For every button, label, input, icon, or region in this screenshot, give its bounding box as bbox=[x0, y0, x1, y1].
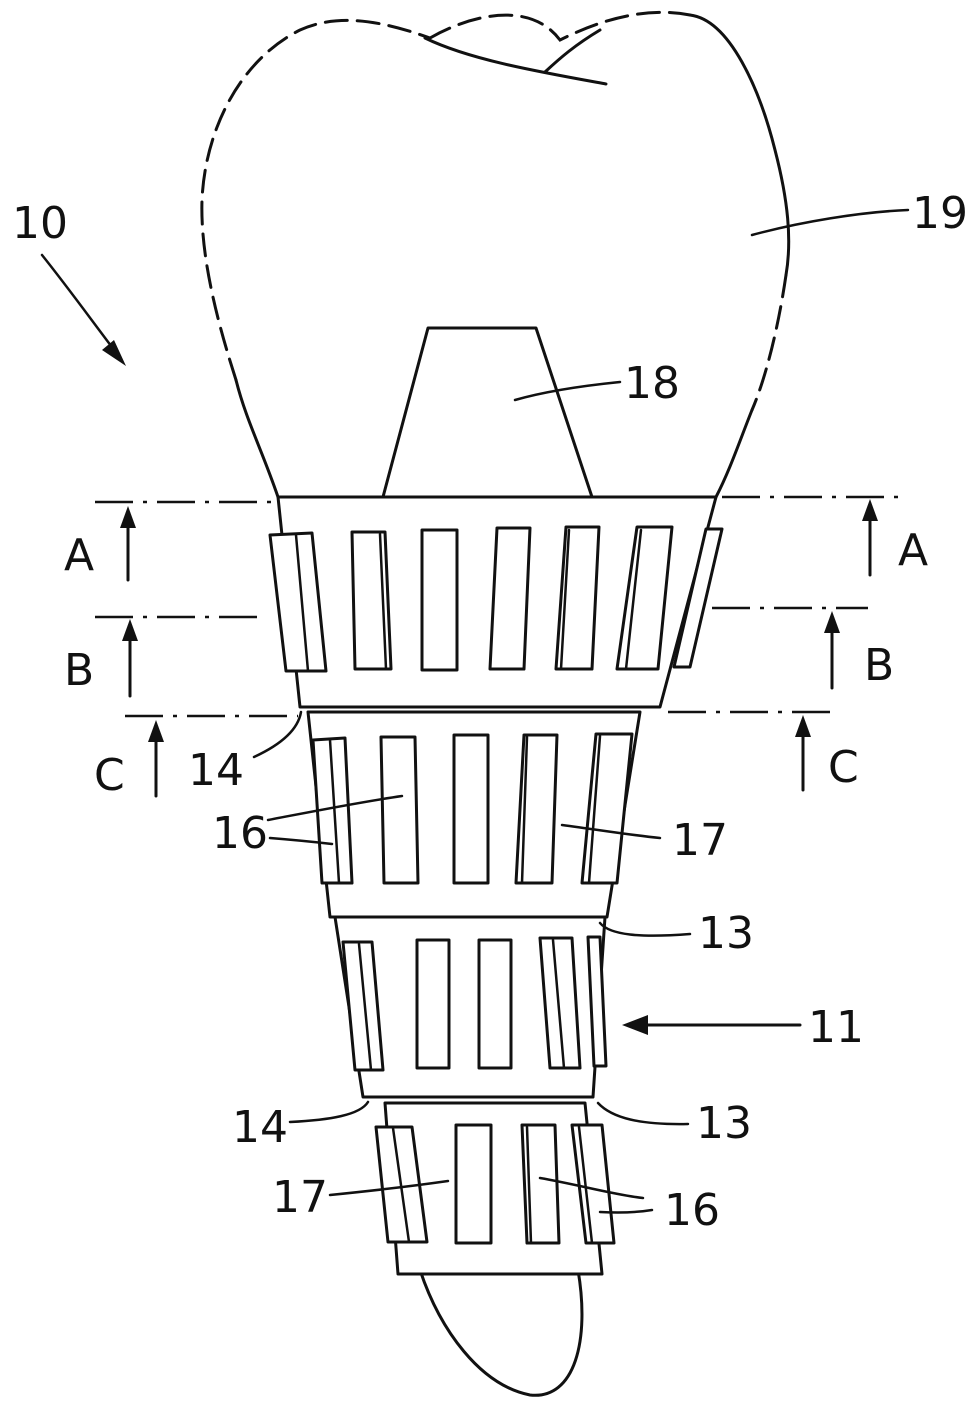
label-abutment: 18 bbox=[624, 358, 680, 409]
section-c-right: C bbox=[828, 742, 859, 793]
section-c-left: C bbox=[94, 750, 125, 801]
implant-tier-1 bbox=[270, 497, 722, 707]
section-b-left: B bbox=[64, 645, 94, 696]
crown-outline bbox=[202, 12, 789, 497]
implant-tier-2 bbox=[308, 712, 640, 917]
label-crown: 19 bbox=[912, 188, 968, 239]
section-a-left: A bbox=[64, 530, 94, 581]
label-slot-lower: 16 bbox=[664, 1185, 720, 1236]
label-slot-upper: 16 bbox=[212, 808, 268, 859]
label-step-upper-left: 14 bbox=[188, 745, 244, 796]
section-b-right: B bbox=[864, 640, 894, 691]
implant-tier-4 bbox=[376, 1103, 614, 1274]
section-a-right: A bbox=[898, 525, 928, 576]
implant-tier-3 bbox=[335, 917, 606, 1097]
root-outline bbox=[420, 1270, 582, 1395]
label-implant: 11 bbox=[808, 1002, 864, 1053]
label-groove-lower: 17 bbox=[272, 1172, 328, 1223]
abutment-post bbox=[383, 328, 592, 497]
label-step-lower-right: 13 bbox=[696, 1098, 752, 1149]
label-step-upper-right: 13 bbox=[698, 908, 754, 959]
label-step-lower-left: 14 bbox=[232, 1102, 288, 1153]
label-assembly: 10 bbox=[12, 198, 68, 249]
label-groove-upper: 17 bbox=[672, 815, 728, 866]
